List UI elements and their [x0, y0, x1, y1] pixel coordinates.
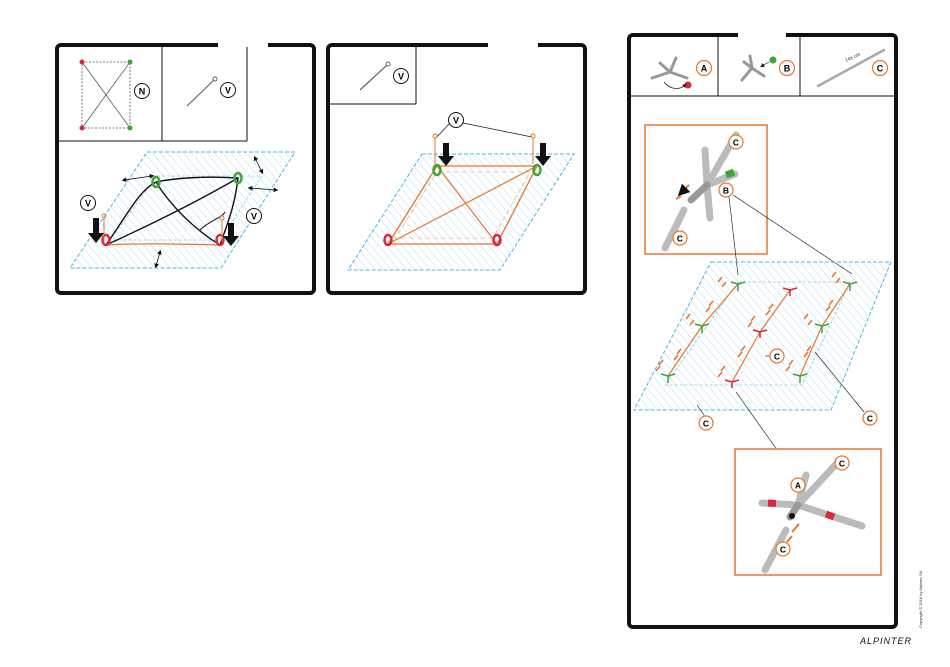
hub-a-label: A	[795, 481, 801, 491]
pole-label-badge-left: C	[699, 416, 713, 430]
hub-b-label-badge-detail: B	[719, 183, 733, 197]
hub-b-icon	[742, 56, 777, 80]
groundsheet-thumbnail	[80, 60, 133, 131]
hub-a-detail-box	[735, 449, 881, 575]
groundsheet-label-badge: N	[135, 84, 150, 99]
groundsheet-label: N	[139, 87, 146, 97]
pole-label: C	[839, 459, 845, 469]
peg-icon	[187, 77, 217, 106]
pole-label-badge: C	[873, 61, 888, 76]
pole-label: C	[867, 414, 873, 424]
peg-label: V	[85, 199, 91, 209]
pole-label: C	[677, 234, 683, 244]
pole-label: C	[780, 545, 786, 555]
pole-label: C	[774, 352, 780, 362]
peg-label: V	[453, 116, 459, 126]
pole-length-text: 14x cm	[844, 52, 861, 64]
pole-label-badge-detail-top: C	[729, 135, 743, 149]
pole-label: C	[703, 419, 709, 429]
pole-label: C	[877, 64, 884, 74]
peg-label-badge-right: V	[247, 209, 262, 224]
peg-label: V	[251, 212, 257, 222]
peg-label-badge: V	[221, 83, 236, 98]
hub-b-label: B	[784, 64, 791, 74]
pole-label-badge-detail-a-top: C	[835, 456, 849, 470]
peg-label-badge-step2: V	[394, 69, 409, 84]
hub-b-detail-box	[645, 125, 767, 254]
pole-label-badge-mid: C	[770, 349, 784, 363]
hub-b-label-badge: B	[780, 61, 795, 76]
hub-b-label: B	[723, 186, 729, 196]
copyright-note: Copyright © 2018 by Alpinter SA	[918, 571, 923, 628]
hub-a-label: A	[701, 64, 708, 74]
peg-label: V	[225, 86, 231, 96]
step-1-floor	[70, 152, 295, 268]
peg-label-badge-top: V	[449, 113, 464, 128]
hub-a-label-badge-detail: A	[791, 478, 805, 492]
pole-label-badge-right: C	[863, 411, 877, 425]
pole-label: C	[733, 138, 739, 148]
peg-label: V	[398, 72, 404, 82]
step-3-floor	[634, 262, 891, 410]
hub-a-icon	[652, 58, 692, 89]
peg-label-badge-left: V	[81, 196, 96, 211]
brand-logo: ALPINTER	[860, 636, 912, 646]
hub-a-label-badge: A	[697, 61, 712, 76]
pole-label-badge-detail-a-bottom: C	[776, 542, 790, 556]
step-1-header	[59, 47, 247, 141]
pole-label-badge-detail-bottom: C	[673, 231, 687, 245]
step-2-floor	[348, 134, 574, 270]
